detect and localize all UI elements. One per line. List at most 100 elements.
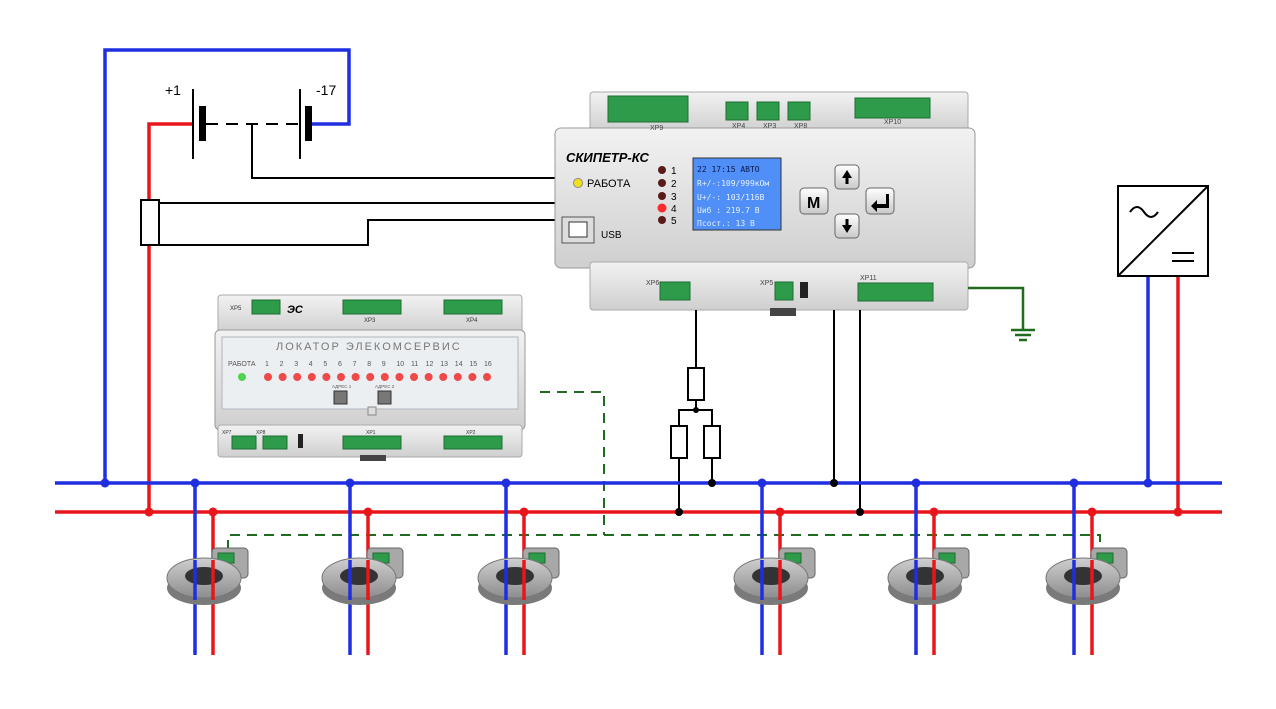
current-sensor xyxy=(140,199,160,246)
locator-channel-led xyxy=(322,373,331,381)
current-transformer xyxy=(321,478,404,655)
locator-channel-label: 7 xyxy=(353,361,357,368)
locator-channel-label: 6 xyxy=(338,361,342,368)
locator-channel-label: 15 xyxy=(469,361,477,368)
controller-status-label: РАБОТА xyxy=(587,178,631,190)
controller-connector-xp11: XP11 xyxy=(860,275,877,282)
down-arrow-icon xyxy=(842,219,852,233)
lcd-line-4: Uиб : 219.7 В xyxy=(697,205,760,215)
down-button[interactable] xyxy=(834,213,860,239)
indicator-led-2 xyxy=(658,179,666,187)
indicator-led-label-4: 4 xyxy=(671,204,677,215)
indicator-led-4 xyxy=(657,203,667,213)
resistor-network xyxy=(670,310,721,512)
indicator-led-label-1: 1 xyxy=(671,166,677,177)
controller-status-led xyxy=(573,178,583,188)
locator-channel-label: 12 xyxy=(426,361,434,368)
controller-connector-xp9: XP9 xyxy=(650,125,663,132)
current-transformer xyxy=(887,478,970,655)
menu-button[interactable]: M xyxy=(799,187,829,215)
battery-midpoint-wire xyxy=(251,124,555,179)
up-button[interactable] xyxy=(834,164,860,190)
ground-symbol xyxy=(968,286,1035,342)
lcd-line-3: U+/-: 103/116В xyxy=(697,193,765,202)
controller-connector-xp5: XP5 xyxy=(760,280,773,287)
up-arrow-icon xyxy=(842,170,852,184)
current-transformer xyxy=(166,478,249,655)
locator-channel-led xyxy=(278,373,287,381)
indicator-led-label-3: 3 xyxy=(671,192,677,203)
controller-connector-xp10: XP10 xyxy=(884,119,901,126)
locator-channel-label: 13 xyxy=(440,361,448,368)
locator-status-led xyxy=(238,373,246,381)
locator-connector-xp7: XP7 xyxy=(222,430,232,436)
locator-title: ЛОКАТОР ЭЛЕКОМСЕРВИС xyxy=(276,341,462,353)
indicator-led-label-5: 5 xyxy=(671,216,677,227)
sensor-link-bus xyxy=(227,534,1101,550)
locator-channel-led xyxy=(380,373,389,381)
controller-connector-xp6: XP6 xyxy=(646,280,659,287)
sensor-wire-bottom xyxy=(159,219,600,246)
locator-sensor-link xyxy=(540,391,605,535)
resistor-left xyxy=(670,425,688,459)
power-supply xyxy=(1117,185,1209,512)
battery-minus-wire xyxy=(103,48,351,483)
locator-connector-xp8: XP8 xyxy=(256,430,266,436)
address-switch-1[interactable] xyxy=(333,390,348,405)
enter-arrow-icon xyxy=(871,194,889,212)
battery-minus-label: -17 xyxy=(316,82,336,98)
locator-connector-xp2: XP2 xyxy=(466,430,476,436)
controller-connector-xp8: XP8 xyxy=(794,123,807,130)
locator-channel-led xyxy=(307,373,316,381)
indicator-led-1 xyxy=(658,166,666,174)
enter-button[interactable] xyxy=(865,187,895,215)
usb-label: USB xyxy=(601,230,622,241)
locator-address-label-2: АДРЕС 2 xyxy=(375,384,395,389)
indicator-led-5 xyxy=(658,216,666,224)
locator-channel-label: 3 xyxy=(294,361,298,368)
lcd-line-1: 22 17:15 АВТО xyxy=(697,165,760,174)
locator-channel-led xyxy=(453,373,462,381)
address-switch-2[interactable] xyxy=(377,390,392,405)
locator-address-label-1: АДРЕС 1 xyxy=(332,384,352,389)
locator-channel-label: 14 xyxy=(455,361,463,368)
locator-channel-label: 9 xyxy=(382,361,386,368)
controller-device: XP9 XP4 XP3 XP8 XP10 СКИПЕТР-КС РАБОТА U… xyxy=(554,91,976,316)
locator-channel-led xyxy=(366,373,375,381)
locator-channel-led xyxy=(351,373,360,381)
controller-connector-xp3: XP3 xyxy=(763,123,776,130)
locator-channel-label: 11 xyxy=(411,361,418,368)
lcd-display xyxy=(692,157,782,231)
locator-channel-label: 1 xyxy=(265,361,269,368)
battery-plus-wire xyxy=(147,122,193,512)
locator-status-label: РАБОТА xyxy=(228,361,256,368)
locator-channel-led xyxy=(424,373,433,381)
locator-channel-led xyxy=(337,373,345,381)
controller-connector-xp4: XP4 xyxy=(732,123,745,130)
locator-channel-label: 5 xyxy=(323,361,327,368)
current-transformer xyxy=(477,478,560,655)
locator-channel-label: 2 xyxy=(280,361,284,368)
locator-connector-xp1: XP1 xyxy=(366,430,376,436)
locator-top-logo: ЭС xyxy=(287,304,304,316)
locator-device: XP5 XP3 XP4 ЭС ЛОКАТОР ЭЛЕКОМСЕРВИС РАБО… xyxy=(214,294,526,461)
locator-channel-led xyxy=(410,373,418,381)
locator-channel-led xyxy=(293,373,302,381)
controller-name: СКИПЕТР-КС xyxy=(566,150,650,165)
locator-channel-label: 10 xyxy=(396,361,404,368)
menu-button-label: M xyxy=(807,195,820,212)
feeders xyxy=(166,478,1128,655)
indicator-led-label-2: 2 xyxy=(671,179,677,190)
current-transformer xyxy=(733,478,816,655)
locator-connector-xp5: XP5 xyxy=(230,306,242,312)
locator-connector-xp4: XP4 xyxy=(466,318,478,324)
locator-channel-led xyxy=(395,373,404,381)
ac-symbol-icon xyxy=(1129,206,1159,218)
locator-channel-led xyxy=(468,373,477,381)
locator-channel-label: 4 xyxy=(309,361,313,368)
locator-channel-led xyxy=(483,373,491,381)
lcd-line-5: Псост.: 13 В xyxy=(697,219,755,228)
locator-channel-label: 16 xyxy=(484,361,492,368)
